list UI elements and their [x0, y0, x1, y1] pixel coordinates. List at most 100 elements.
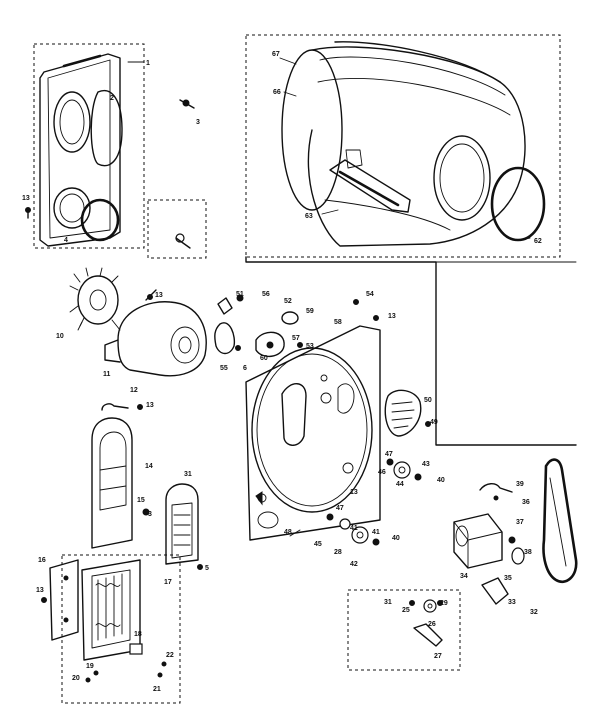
screw-detail	[175, 233, 191, 249]
label-19: 19	[86, 663, 94, 670]
label-44: 44	[396, 481, 404, 488]
label-20: 20	[72, 675, 80, 682]
label-13-bulkhead: 13	[350, 489, 358, 496]
label-4: 4	[64, 237, 68, 244]
drum-front-ring-62	[490, 166, 546, 242]
heater-group-box	[61, 554, 181, 704]
label-49: 49	[430, 419, 438, 426]
label-5: 5	[205, 565, 209, 572]
label-13-rear: 13	[388, 313, 396, 320]
screw-15	[142, 508, 150, 516]
gasket-ring	[80, 198, 120, 242]
label-15: 15	[137, 497, 145, 504]
idler-group-box	[347, 589, 461, 671]
screw-detail-box	[147, 199, 207, 259]
label-28: 28	[334, 549, 342, 556]
clip-39	[479, 483, 513, 501]
label-58: 58	[334, 319, 342, 326]
thermostat-18	[129, 643, 143, 655]
idler-assembly	[409, 599, 443, 647]
label-60: 60	[260, 355, 268, 362]
screw-13-blower	[145, 289, 157, 301]
part-labels: 1 2 3 4 5 13 10 11 13 12 13 14 15 31 3 1…	[22, 51, 542, 693]
lint-filter-31	[165, 483, 199, 565]
drive-belt	[542, 458, 578, 583]
label-46: 46	[378, 469, 386, 476]
rear-bulkhead	[245, 325, 381, 541]
drum-baffle-63	[329, 149, 411, 213]
label-41-lower: 41	[372, 529, 380, 536]
label-67: 67	[272, 51, 280, 58]
drum-group-box	[245, 34, 561, 258]
label-25: 25	[402, 607, 410, 614]
label-40-upper: 40	[437, 477, 445, 484]
label-33: 33	[508, 599, 516, 606]
label-53: 53	[306, 343, 314, 350]
screw-3-top	[179, 99, 195, 109]
screw-49-rear	[425, 421, 431, 427]
blower-housing	[104, 301, 207, 377]
label-13-clip: 13	[146, 402, 154, 409]
thermal-fuse-group	[214, 294, 244, 355]
label-52: 52	[284, 298, 292, 305]
label-14: 14	[145, 463, 153, 470]
motor-mount-33	[481, 577, 509, 605]
label-41-upper: 41	[350, 525, 358, 532]
duct	[91, 417, 133, 549]
label-26: 26	[428, 621, 436, 628]
thermostat-52	[281, 311, 299, 325]
label-57: 57	[292, 335, 300, 342]
front-panel-group-box	[33, 43, 145, 249]
motor	[453, 513, 503, 569]
label-11: 11	[103, 371, 111, 378]
label-36: 36	[522, 499, 530, 506]
label-18: 18	[134, 631, 142, 638]
label-29: 29	[440, 600, 448, 607]
label-38: 38	[524, 549, 532, 556]
roller-assembly-upper	[386, 458, 422, 481]
label-54: 54	[366, 291, 374, 298]
clip-12	[101, 403, 143, 411]
screw-3-duct	[197, 564, 203, 570]
label-2: 2	[110, 95, 114, 102]
roller-assembly-lower	[326, 513, 380, 546]
drum	[281, 41, 526, 247]
label-12: 12	[130, 387, 138, 394]
label-13-blower: 13	[155, 292, 163, 299]
label-17: 17	[164, 579, 172, 586]
label-40-lower: 40	[392, 535, 400, 542]
label-51: 51	[236, 291, 244, 298]
leader-lines	[77, 57, 531, 537]
rear-section-outline	[245, 256, 577, 446]
label-47-upper: 47	[385, 451, 393, 458]
screws-53-54	[297, 299, 379, 348]
label-47-lower: 47	[336, 505, 344, 512]
door-seal	[90, 89, 123, 167]
label-1: 1	[146, 60, 150, 67]
label-59: 59	[306, 308, 314, 315]
screw-13-left	[25, 207, 31, 219]
label-31-idler: 31	[384, 599, 392, 606]
screw-13-plate	[41, 597, 47, 603]
bulkhead-seal-50	[384, 389, 422, 437]
motor-pulley	[508, 536, 525, 565]
label-10: 10	[56, 333, 64, 340]
label-13-plate: 13	[36, 587, 44, 594]
label-45: 45	[314, 541, 322, 548]
label-6: 6	[243, 365, 247, 372]
label-63: 63	[305, 213, 313, 220]
label-37: 37	[516, 519, 524, 526]
label-66: 66	[273, 89, 281, 96]
thermostat-57	[255, 331, 285, 357]
screw-55	[235, 345, 241, 351]
label-27: 27	[434, 653, 442, 660]
label-22: 22	[166, 652, 174, 659]
label-32: 32	[530, 609, 538, 616]
front-panel	[39, 53, 121, 247]
label-35: 35	[504, 575, 512, 582]
label-55: 55	[220, 365, 228, 372]
label-21: 21	[153, 686, 161, 693]
label-3-duct: 3	[148, 511, 152, 518]
label-39: 39	[516, 481, 524, 488]
label-31-filter: 31	[184, 471, 192, 478]
